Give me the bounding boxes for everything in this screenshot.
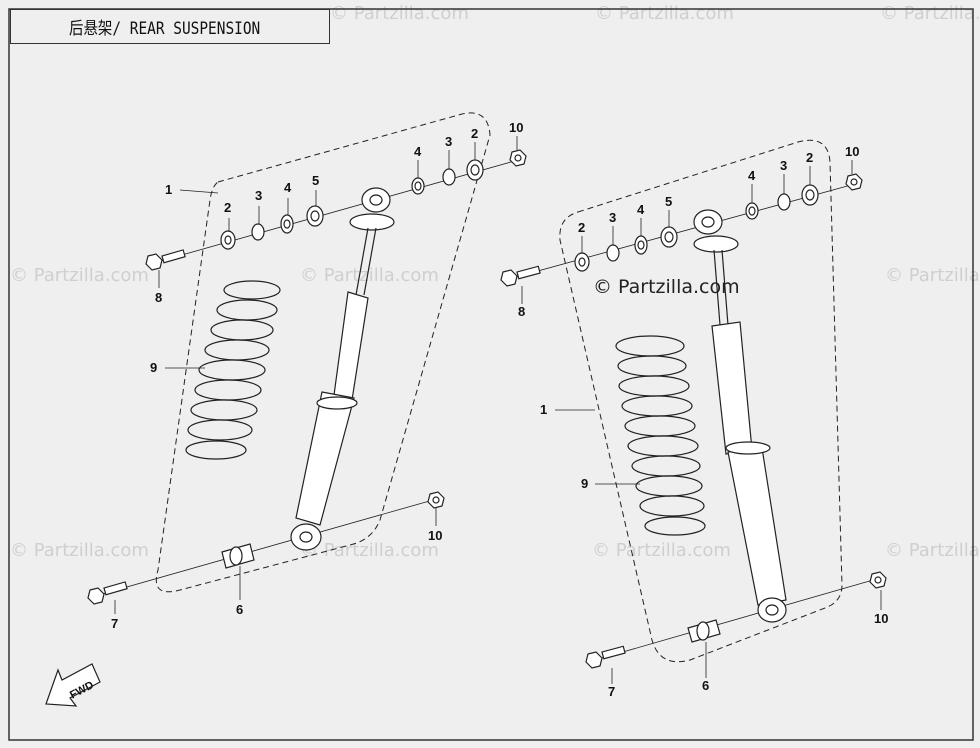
- callout-8-right: 8: [518, 304, 525, 319]
- callout-5-right: 5: [665, 194, 672, 209]
- watermark: © Partzilla.com: [592, 540, 731, 561]
- callout-4-right: 4: [637, 202, 645, 217]
- callout-4b-right: 4: [748, 168, 756, 183]
- callout-7-left: 7: [111, 616, 118, 631]
- callout-4-left: 4: [284, 180, 292, 195]
- callout-6-left: 6: [236, 602, 243, 617]
- watermark: © Partzilla.com: [300, 540, 439, 561]
- right-spring: [615, 335, 706, 536]
- callout-7-right: 7: [608, 684, 615, 699]
- diagram-title-box: 后悬架/ REAR SUSPENSION: [10, 9, 330, 44]
- watermark: © Partzilla.com: [10, 265, 149, 286]
- watermark: © Partzilla.com: [885, 265, 980, 286]
- callout-4b-left: 4: [414, 144, 422, 159]
- watermark: © Partzilla.com: [10, 540, 149, 561]
- callout-8-left: 8: [155, 290, 162, 305]
- diagram-title: 后悬架/ REAR SUSPENSION: [69, 19, 261, 39]
- fwd-arrow-icon: FWD: [45, 663, 101, 707]
- callout-2b-right: 2: [806, 150, 813, 165]
- callout-5-left: 5: [312, 173, 319, 188]
- callout-1-right: 1: [540, 402, 547, 417]
- callout-9-right: 9: [581, 476, 588, 491]
- callout-2-right: 2: [578, 220, 585, 235]
- callout-6-right: 6: [702, 678, 709, 693]
- watermark: © Partzilla.com: [300, 265, 439, 286]
- callout-10a-left: 10: [509, 120, 523, 135]
- watermark-main: © Partzilla.com: [593, 276, 740, 298]
- callout-10a-right: 10: [845, 144, 859, 159]
- callout-10b-right: 10: [874, 611, 888, 626]
- right-assembly: [500, 139, 887, 684]
- left-assembly: [87, 112, 527, 614]
- callout-3-right: 3: [609, 210, 616, 225]
- callout-1-left: 1: [165, 182, 172, 197]
- callout-3b-right: 3: [780, 158, 787, 173]
- callout-9-left: 9: [150, 360, 157, 375]
- callout-2b-left: 2: [471, 126, 478, 141]
- callout-3-left: 3: [255, 188, 262, 203]
- left-spring: [185, 280, 281, 460]
- watermark: © Partzilla.com: [885, 540, 980, 561]
- callout-3b-left: 3: [445, 134, 452, 149]
- callout-2-left: 2: [224, 200, 231, 215]
- callout-10b-left: 10: [428, 528, 442, 543]
